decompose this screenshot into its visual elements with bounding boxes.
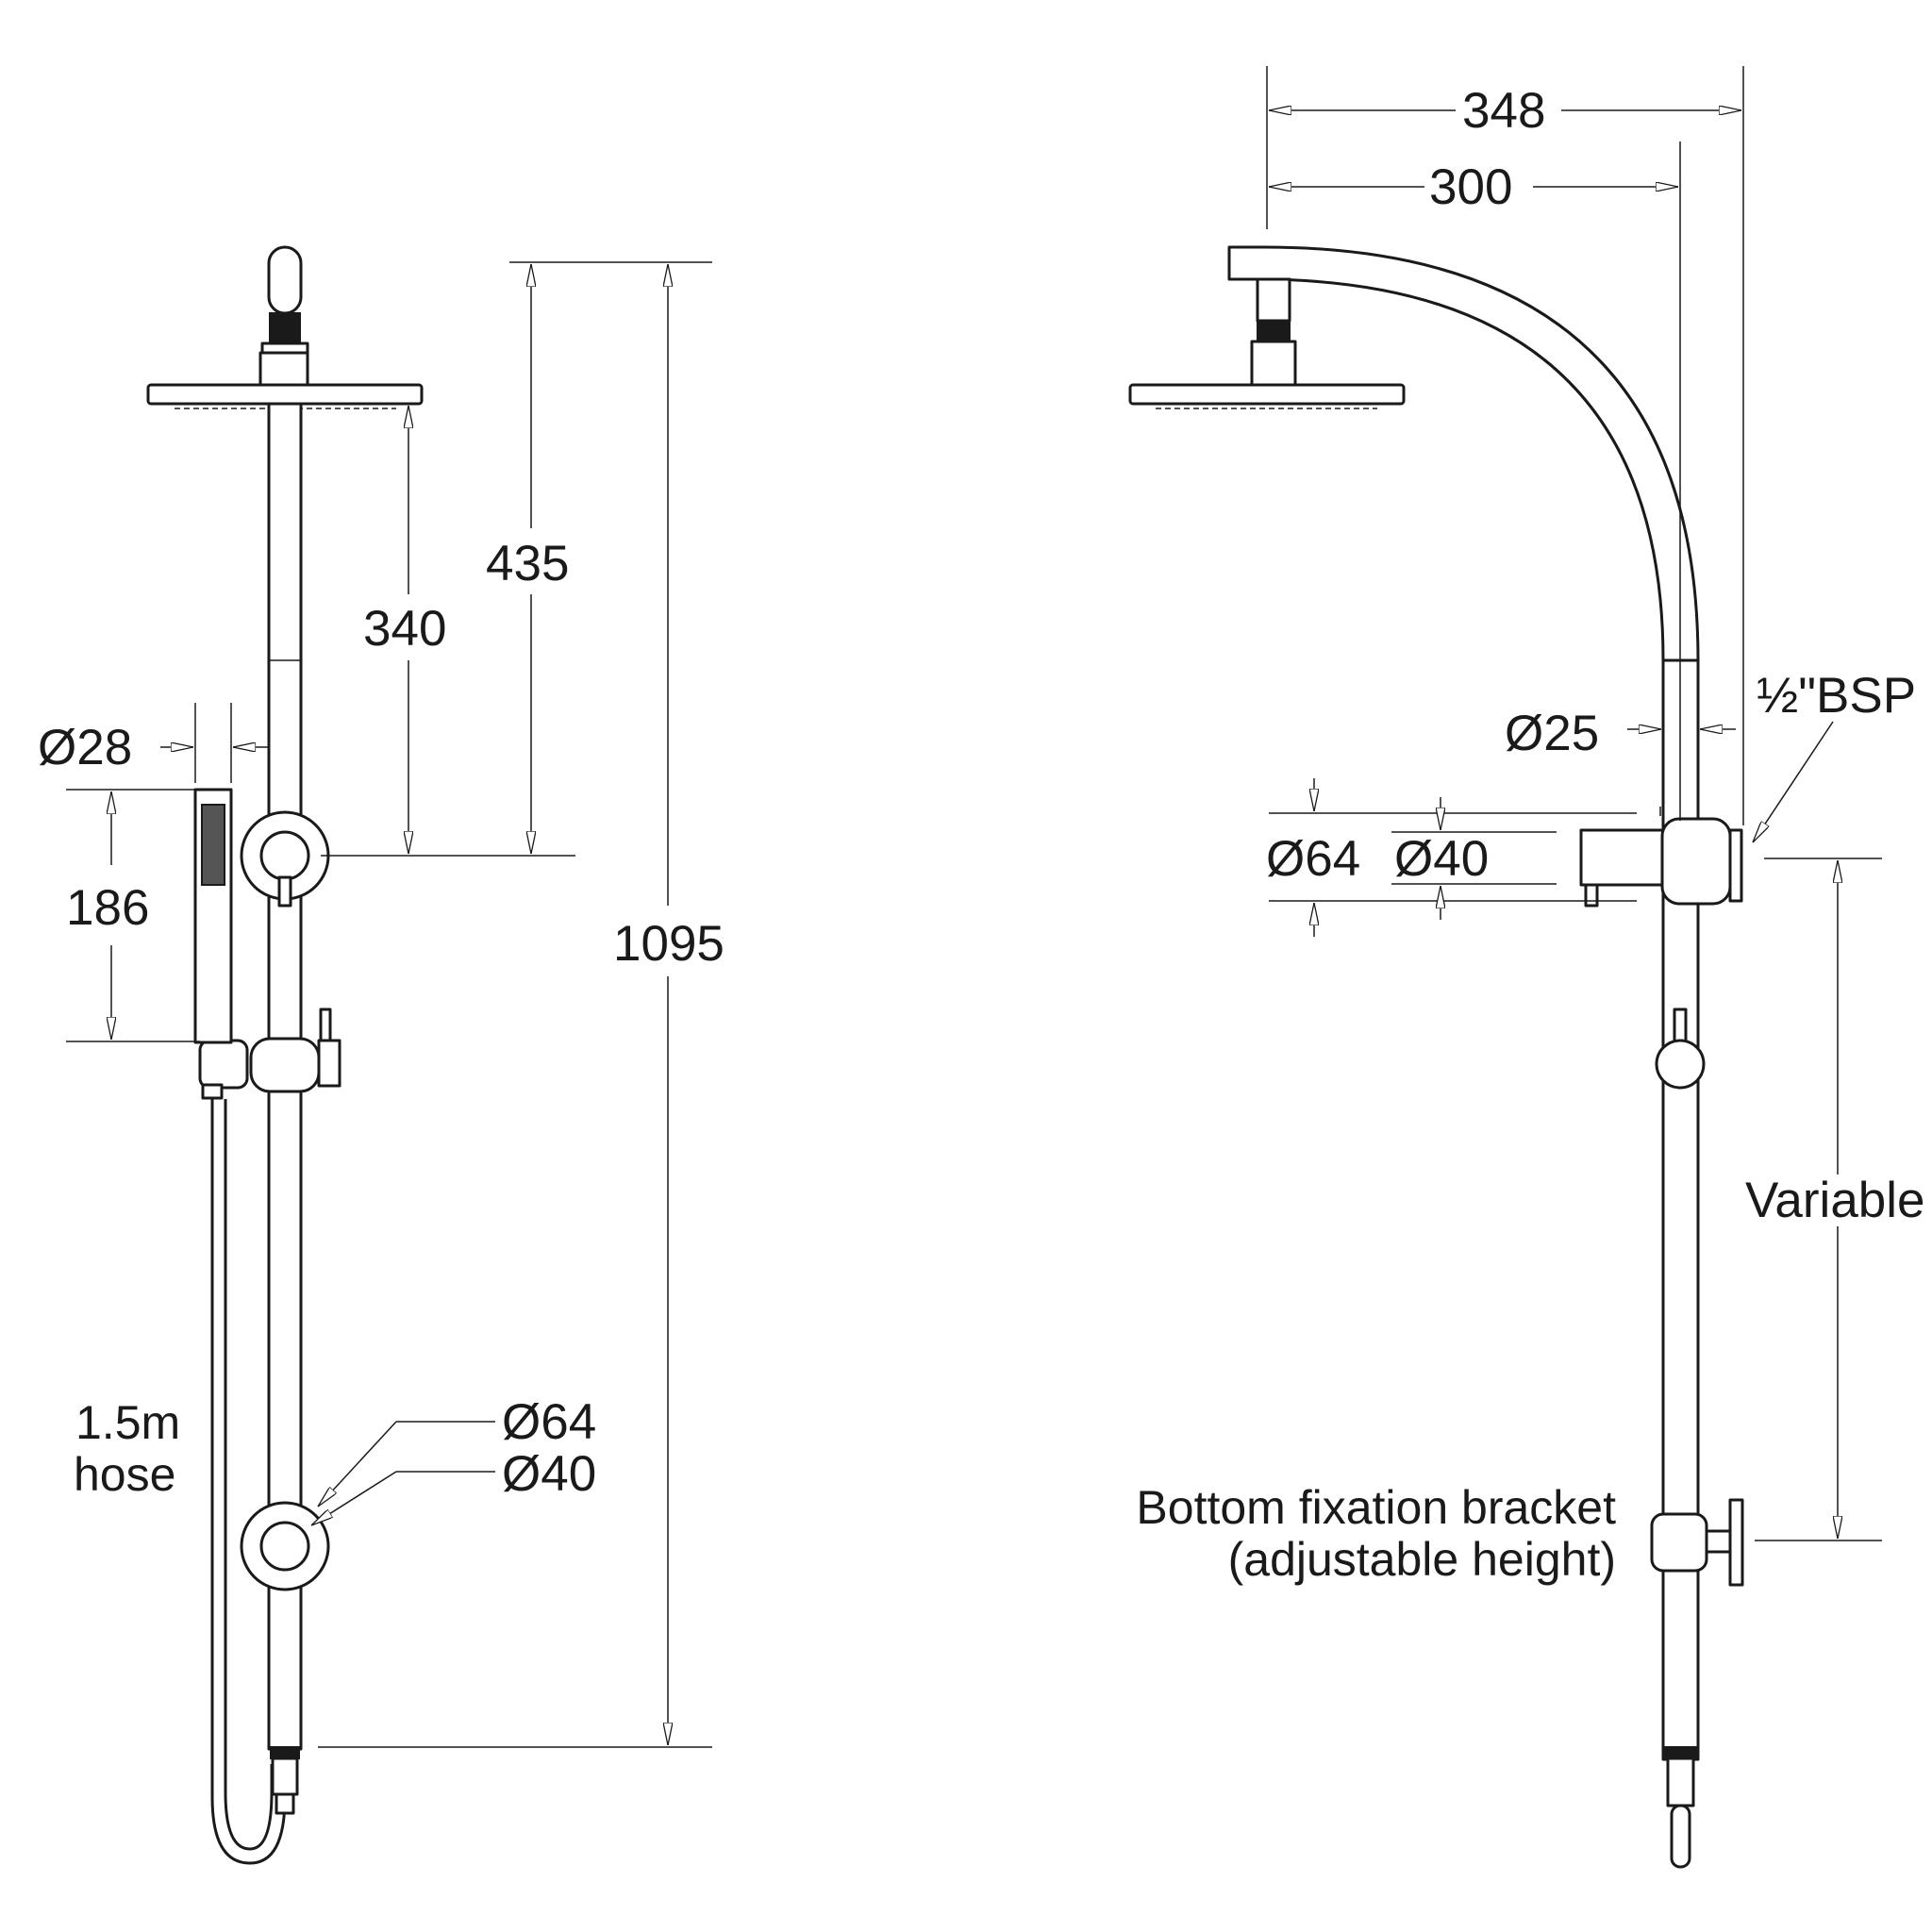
front-shower-head [146,245,424,409]
side-dim-d64-text: Ø64 [1266,831,1360,887]
side-dim-d40-text: Ø40 [1394,831,1489,887]
front-dim-186: 186 [66,789,200,1042]
dim-d40-text: Ø40 [502,1446,596,1502]
front-view: Ø28 186 340 435 1095 [38,245,724,1865]
side-view: 348 300 Ø25 Ø64 Ø40 [1128,66,1925,1869]
side-dim-variable: Variable [1745,858,1925,1541]
hose-label-line-2: hose [74,1448,175,1501]
dim-d28-text: Ø28 [38,720,132,775]
side-bottom-outlet [1663,1746,1698,1869]
side-bottom-bracket [1650,1498,1744,1587]
front-hand-shower [193,788,233,1044]
dim-300-text: 300 [1429,159,1512,215]
front-bottom-outlet [270,1746,300,1815]
front-slider [198,1008,341,1100]
dim-d64-text: Ø64 [502,1394,596,1450]
dim-d25-text: Ø25 [1505,706,1599,761]
side-leader-bsp: ½"BSP [1752,668,1916,842]
side-dim-d64-d40: Ø64 Ø40 [1266,778,1637,937]
dim-186-text: 186 [66,880,149,936]
dim-1095-text: 1095 [613,916,724,972]
front-hose [210,1099,287,1865]
side-bracket-label: Bottom fixation bracket (adjustable heig… [1136,1481,1616,1586]
hose-label-line-1: 1.5m [75,1396,180,1449]
bracket-label-line-1: Bottom fixation bracket [1136,1481,1616,1534]
dim-435-text: 435 [486,536,569,591]
side-dim-348: 348 [1266,66,1744,825]
dim-bsp-text: ½"BSP [1757,668,1916,724]
front-leader-d64-d40: Ø64 Ø40 [311,1394,596,1526]
front-dim-d28: Ø28 [38,703,269,783]
front-top-bracket [240,810,330,908]
front-dim-435: 435 [486,261,712,854]
side-dim-300: 300 [1269,142,1681,821]
front-hose-label: 1.5m hose [74,1396,180,1501]
side-shower-head [1128,277,1406,409]
front-dim-1095: 1095 [318,264,724,1748]
side-dim-d25: Ø25 [1505,706,1736,761]
side-top-connector [1579,807,1743,908]
dim-348-text: 348 [1462,83,1545,139]
front-dim-340: 340 [363,406,446,854]
front-bottom-bracket [240,1501,330,1591]
side-slider [1655,1008,1706,1090]
dim-340-text: 340 [363,601,446,657]
bracket-label-line-2: (adjustable height) [1228,1533,1616,1586]
side-curved-arm [1227,245,1700,662]
dim-variable-text: Variable [1745,1173,1925,1228]
